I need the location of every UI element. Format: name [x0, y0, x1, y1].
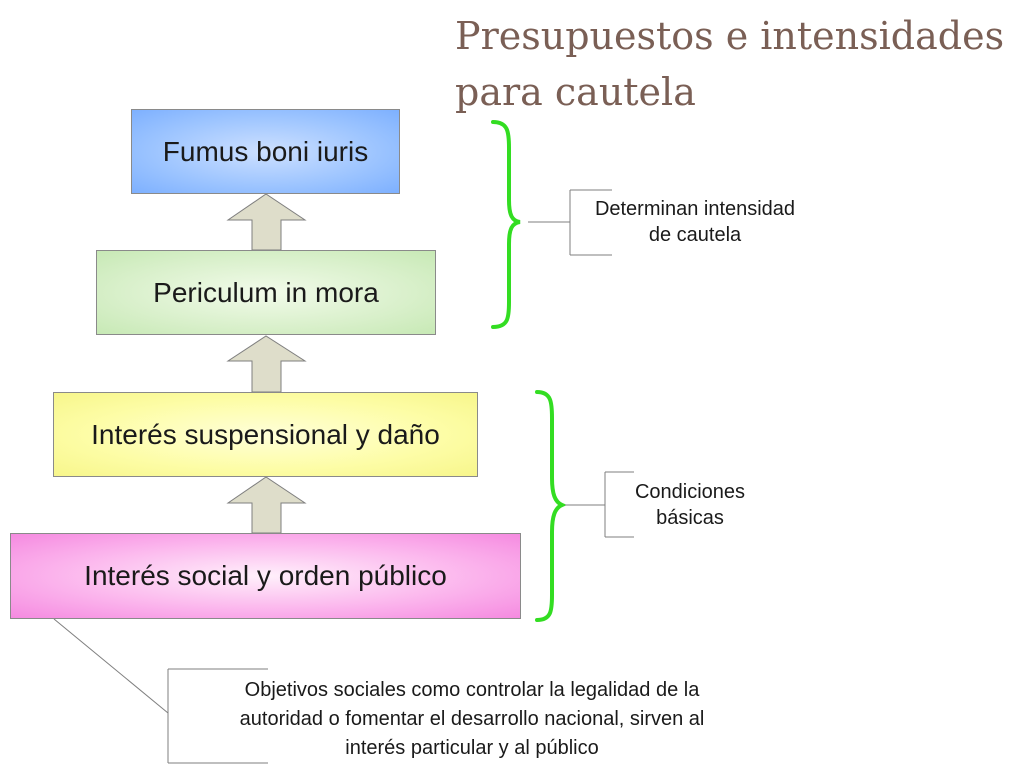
callout-connector-intensidad [528, 189, 612, 256]
up-arrow-icon [226, 476, 307, 534]
box-fumus-label: Fumus boni iuris [162, 135, 369, 167]
box-interes-social-label: Interés social y orden público [84, 560, 447, 591]
brace-lower-icon [535, 390, 568, 622]
box-periculum-label: Periculum in mora [153, 276, 379, 308]
callout-intensidad-text: Determinan intensidad de cautela [594, 198, 796, 246]
callout-connector-objetivos [53, 618, 268, 764]
box-interes-suspensional: Interés suspensional y daño [53, 392, 478, 477]
brace-upper-icon [491, 120, 521, 329]
box-interes-social: Interés social y orden público [10, 533, 521, 619]
up-arrow-icon [226, 193, 307, 251]
callout-condiciones-text: Condiciones básicas [634, 481, 746, 529]
box-periculum-in-mora: Periculum in mora [96, 250, 436, 335]
up-arrow-icon [226, 335, 307, 393]
box-fumus-boni-iuris: Fumus boni iuris [131, 109, 400, 194]
callout-objetivos-text: Objetivos sociales como controlar la leg… [239, 679, 705, 759]
slide-title: Presupuestos e intensidades para cautela [455, 14, 1005, 114]
box-interes-suspensional-label: Interés suspensional y daño [91, 418, 440, 450]
callout-connector-condiciones [565, 471, 634, 538]
